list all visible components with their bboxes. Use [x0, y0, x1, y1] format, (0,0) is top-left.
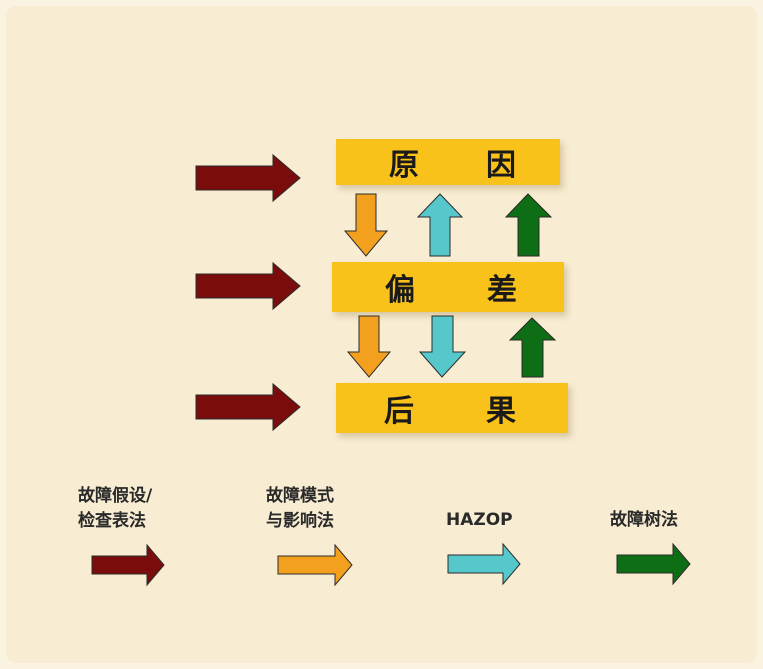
legend-arrow-fault-tree — [616, 542, 691, 586]
up-arrow-green-2 — [508, 317, 557, 378]
legend-label-fault-hypothesis-line1: 故障假设/ — [78, 486, 153, 506]
legend-arrow-hazop — [447, 542, 521, 586]
legend-label-hazop: HAZOP — [446, 508, 513, 533]
consequence-box-left-char: 后 — [384, 394, 414, 429]
input-arrow-consequence — [195, 382, 301, 432]
legend-label-fmea: 故障模式 与影响法 — [266, 484, 334, 534]
legend-arrow-fmea — [277, 543, 353, 587]
down-arrow-orange-2 — [346, 315, 392, 378]
legend-label-fmea-line1: 故障模式 — [266, 486, 334, 506]
input-arrow-deviation — [195, 261, 301, 311]
legend-label-hazop-line1: HAZOP — [446, 510, 513, 530]
legend-arrow-fault-hypothesis — [91, 543, 165, 587]
down-arrow-cyan-2 — [418, 315, 467, 378]
down-arrow-orange-1 — [343, 193, 389, 257]
legend-label-fmea-line2: 与影响法 — [266, 511, 334, 531]
legend-label-fault-hypothesis-line2: 检查表法 — [78, 511, 146, 531]
consequence-box: 后 果 — [336, 383, 568, 433]
cause-box-left-char: 原 — [389, 148, 419, 183]
up-arrow-green-1 — [504, 193, 553, 257]
consequence-box-right-char: 果 — [486, 394, 516, 429]
diagram-canvas — [6, 6, 757, 663]
input-arrow-cause — [195, 153, 301, 203]
deviation-box-left-char: 偏 — [385, 273, 415, 308]
cause-box: 原 因 — [336, 139, 560, 185]
legend-label-fault-tree-line1: 故障树法 — [610, 510, 678, 530]
legend-label-fault-tree: 故障树法 — [610, 508, 678, 533]
up-arrow-cyan-1 — [416, 193, 464, 257]
cause-box-right-char: 因 — [486, 148, 516, 183]
deviation-box: 偏 差 — [332, 262, 564, 312]
legend-label-fault-hypothesis: 故障假设/ 检查表法 — [78, 484, 152, 534]
deviation-box-right-char: 差 — [487, 273, 517, 308]
